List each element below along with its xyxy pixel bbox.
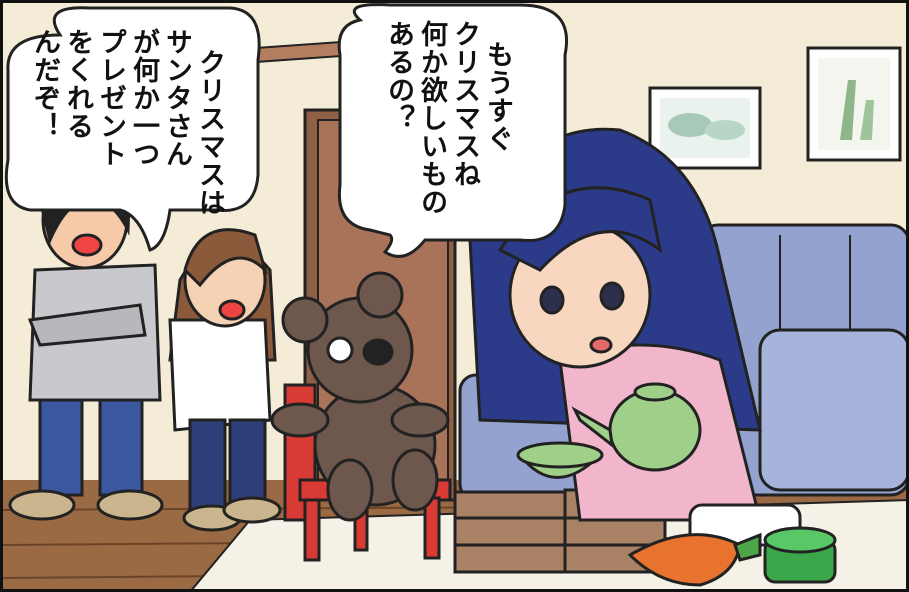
teddy-bear bbox=[270, 271, 450, 522]
brown-hair-girl-character bbox=[168, 228, 282, 532]
speech-line: 何か欲しいもの bbox=[416, 20, 447, 216]
speech-line: プレゼント bbox=[95, 28, 126, 168]
speech-bubble-left bbox=[4, 6, 261, 252]
speech-line: クリスマスね bbox=[449, 20, 480, 188]
speech-line: クリスマスは bbox=[194, 48, 225, 217]
speech-text-left: クリスマスはサンタさんが何か一つプレゼントをくれるんだぞ！ bbox=[28, 28, 259, 217]
wall-picture-cactus bbox=[806, 46, 902, 162]
speech-line: んだぞ！ bbox=[29, 28, 60, 140]
speech-line: もうすぐ bbox=[482, 40, 513, 153]
speech-line: が何か一つ bbox=[128, 28, 159, 168]
speech-line: をくれる bbox=[62, 28, 93, 140]
wall-picture-landscape bbox=[648, 86, 762, 170]
tea-set bbox=[516, 382, 702, 479]
green-tin bbox=[763, 526, 837, 584]
speech-bubble-center bbox=[337, 3, 568, 258]
speech-line: あるの？ bbox=[383, 20, 414, 132]
carrot bbox=[627, 532, 762, 587]
speech-text-center: もうすぐクリスマスね何か欲しいものあるの？ bbox=[382, 20, 547, 230]
speech-line: サンタさん bbox=[161, 28, 192, 168]
